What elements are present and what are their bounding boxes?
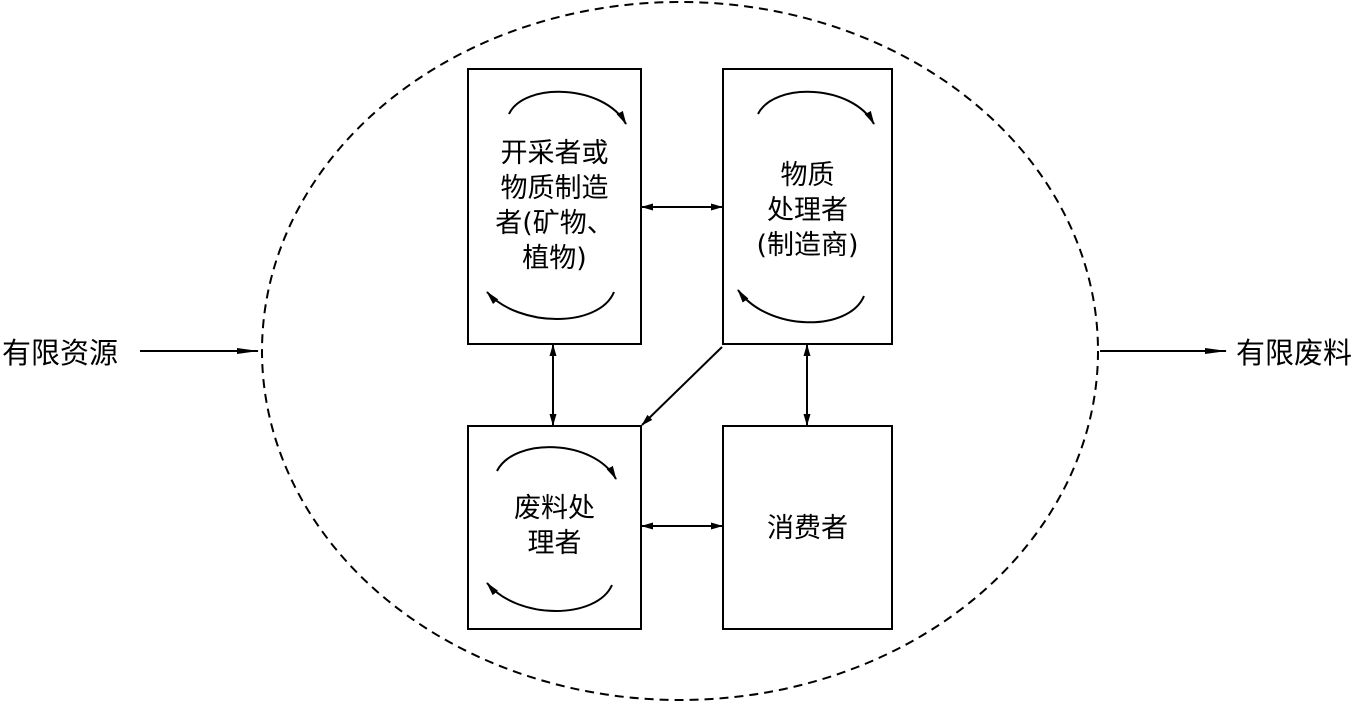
waste-processor-label: 废料处 理者 xyxy=(469,491,640,561)
processor-box: 物质 处理者 (制造商) xyxy=(722,68,893,345)
system-boundary-ellipse xyxy=(261,1,1099,701)
processor-label-line-3: (制造商) xyxy=(756,230,859,261)
miner-label: 开采者或 物质制造 者(矿物、 植物) xyxy=(469,136,640,276)
processor-label-line-2: 处理者 xyxy=(767,195,848,226)
cycle-arrows-icon xyxy=(737,90,875,324)
limited-waste-label: 有限废料 xyxy=(1236,336,1353,370)
miner-label-line-1: 开采者或 xyxy=(500,138,609,169)
consumer-label: 消费者 xyxy=(724,511,891,546)
consumer-box: 消费者 xyxy=(722,425,893,630)
waste-processor-label-line-1: 废料处 xyxy=(514,493,595,524)
waste-processor-box: 废料处 理者 xyxy=(467,425,642,630)
consumer-label-line-1: 消费者 xyxy=(767,513,848,544)
miner-box: 开采者或 物质制造 者(矿物、 植物) xyxy=(467,68,642,345)
processor-label: 物质 处理者 (制造商) xyxy=(724,158,891,263)
cycle-arrows-icon xyxy=(486,446,617,612)
waste-processor-label-line-2: 理者 xyxy=(527,528,582,559)
miner-label-line-2: 物质制造 xyxy=(500,173,609,204)
miner-label-line-4: 植物) xyxy=(522,243,587,274)
processor-label-line-1: 物质 xyxy=(780,160,835,191)
processor-waste-diagonal-arrow xyxy=(641,346,723,426)
limited-resources-label: 有限资源 xyxy=(2,336,119,370)
cycle-arrows-icon xyxy=(486,90,627,320)
miner-label-line-3: 者(矿物、 xyxy=(495,208,614,239)
